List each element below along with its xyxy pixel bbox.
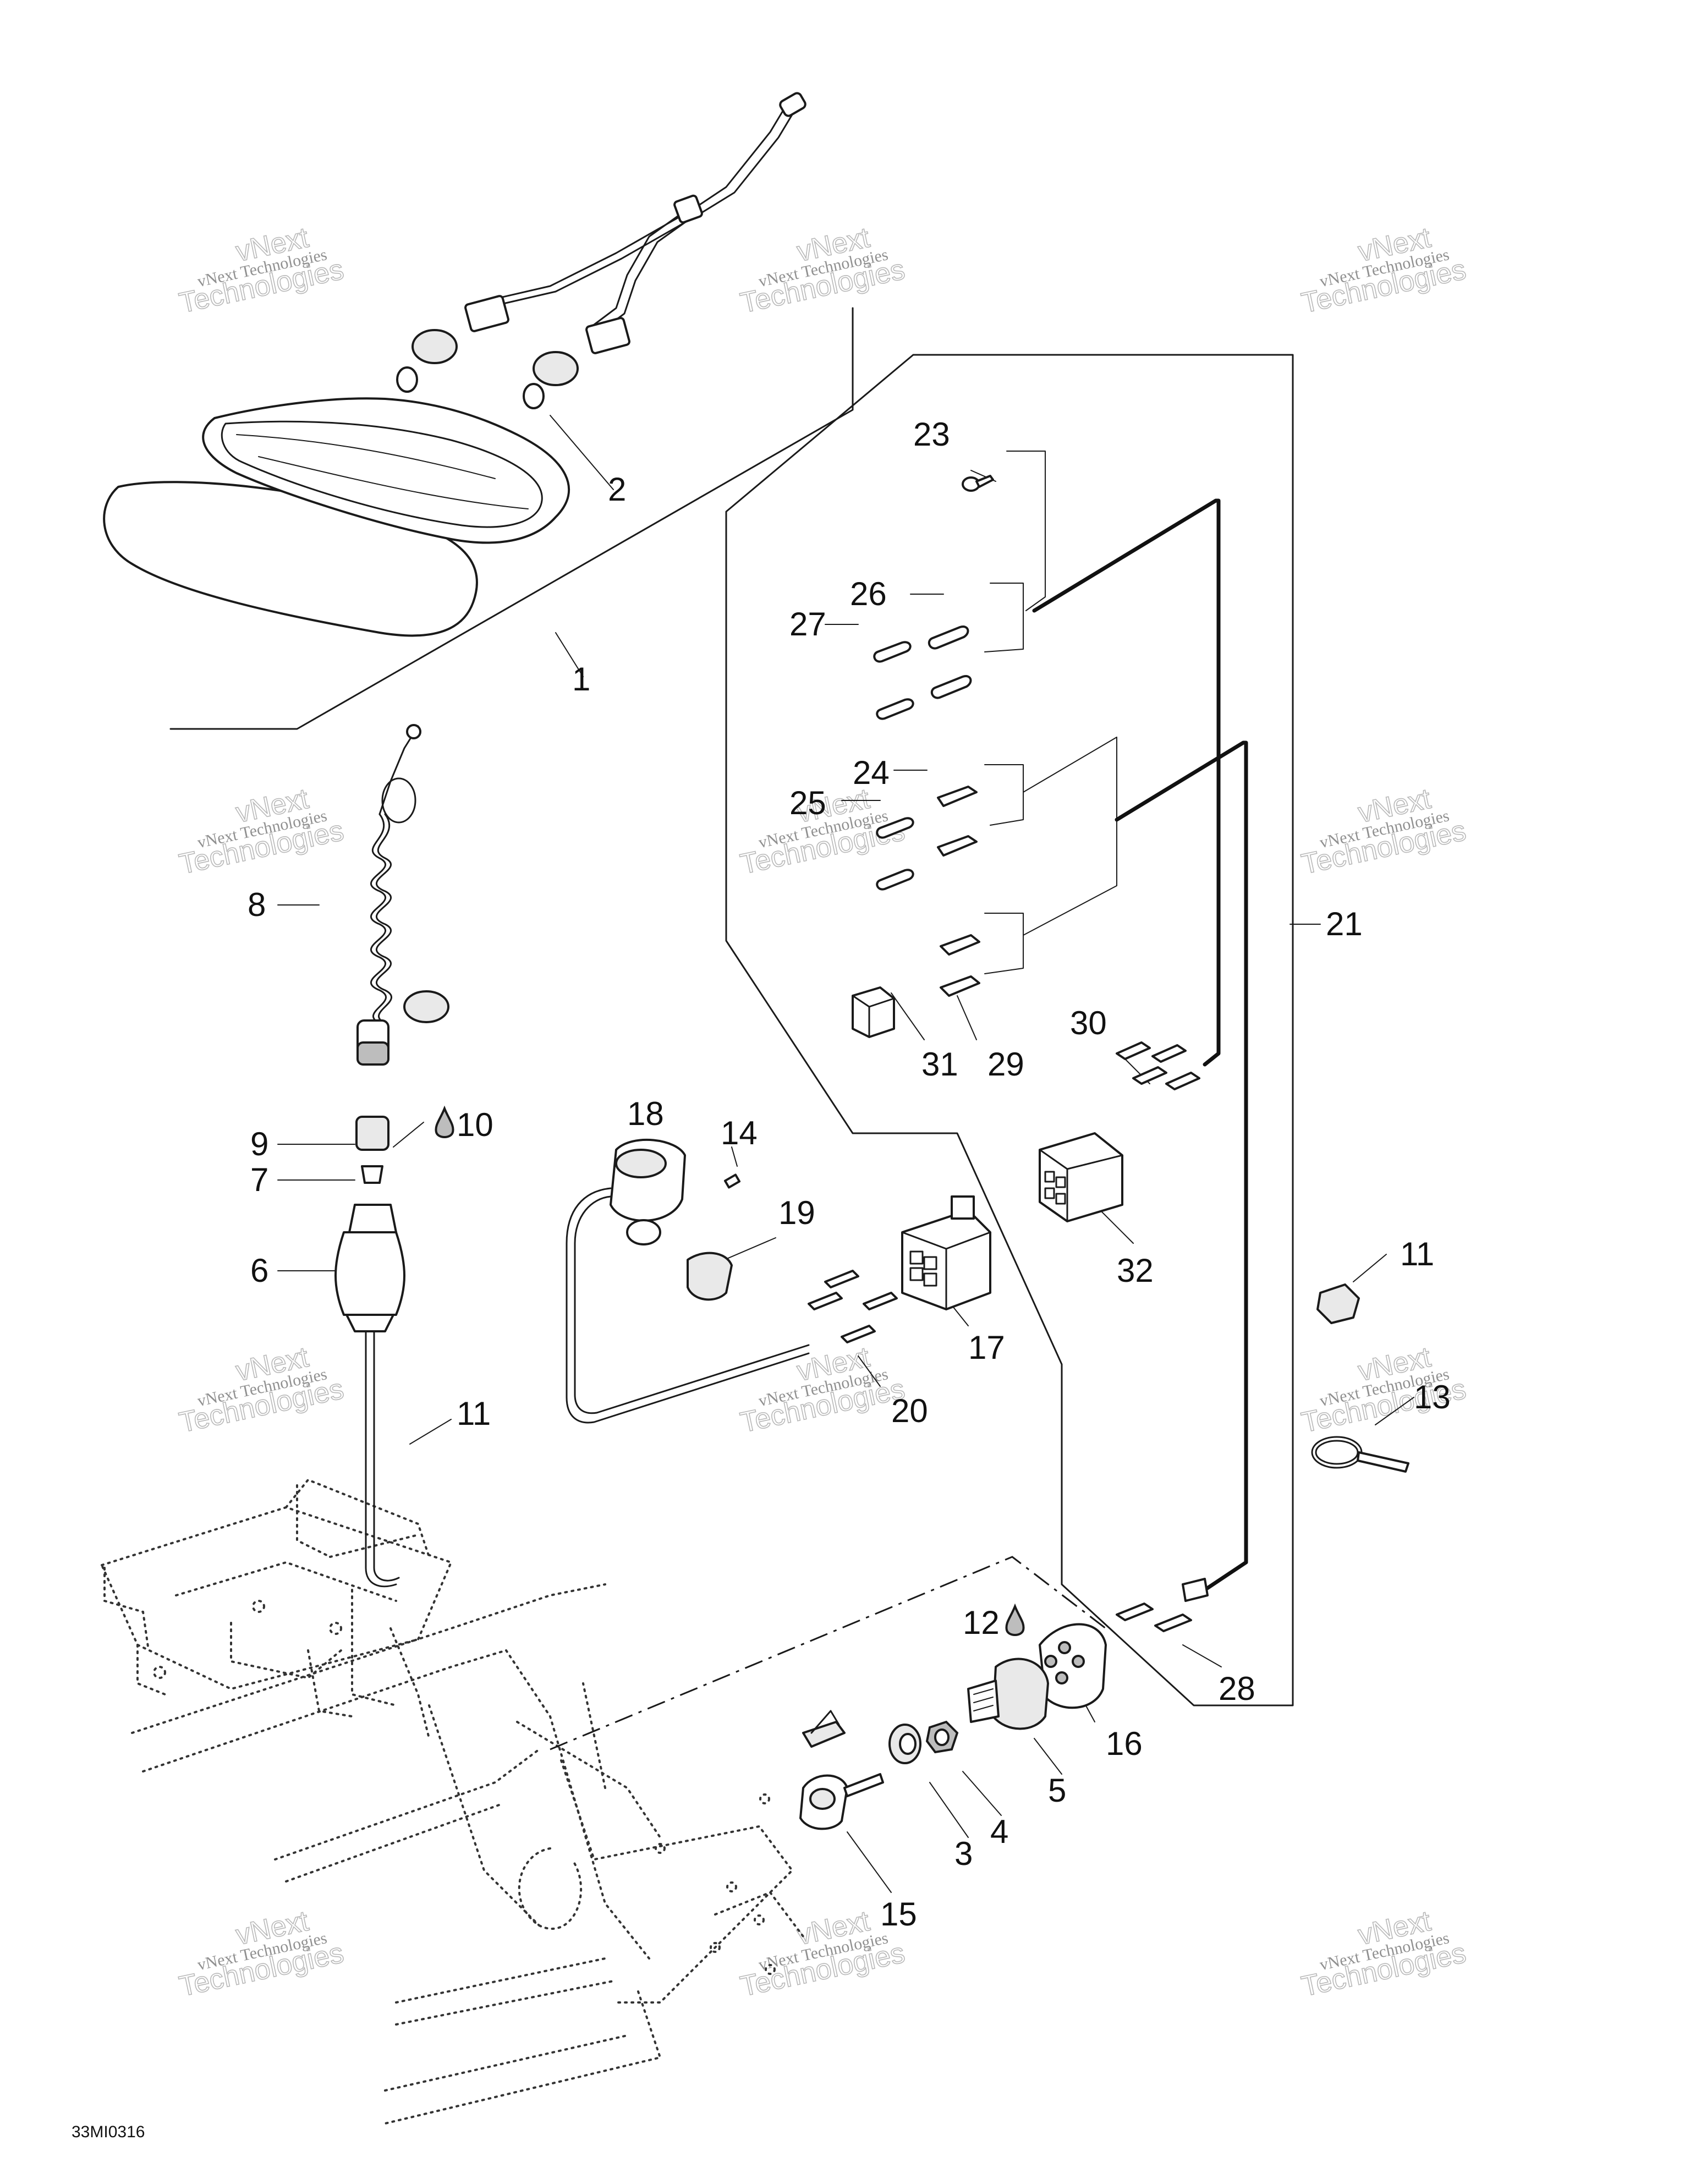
callout-1: 1 [572,661,590,698]
callout-20: 20 [891,1392,928,1429]
tether-switch-assembly [334,724,454,1588]
cable-tie-13 [1311,1436,1409,1473]
handlebar-switch-assembly [566,1138,810,1424]
callout-30: 30 [1070,1005,1107,1041]
callout-18: 18 [627,1095,664,1132]
callout-27: 27 [789,606,826,643]
callout-24: 24 [853,754,890,791]
callout-19: 19 [778,1194,815,1231]
callout-32: 32 [1117,1252,1154,1289]
callout-15: 15 [880,1896,917,1933]
callout-7: 7 [250,1161,268,1198]
callout-5: 5 [1048,1772,1066,1809]
callout-23: 23 [913,416,950,453]
callout-9: 9 [250,1126,268,1162]
callout-4: 4 [990,1813,1008,1850]
callout-2: 2 [608,471,626,508]
callout-11-lower: 11 [457,1395,491,1432]
callout-16: 16 [1106,1725,1143,1762]
callout-25: 25 [789,784,826,821]
harness-terminals [852,475,1248,1632]
callout-14: 14 [721,1115,758,1151]
callout-labels: 1 2 3 4 5 6 7 8 9 10 11 11 12 13 14 15 1… [248,416,1451,1933]
drawing-code: 33MI0316 [72,2123,145,2141]
callout-31: 31 [921,1046,958,1083]
ignition-switch-assembly [799,1603,1107,1830]
callout-12: 12 [963,1604,1000,1641]
clip-11 [1316,1283,1360,1324]
callout-11-clip: 11 [1400,1236,1434,1272]
connector-17 [901,1195,991,1310]
callout-8: 8 [248,886,266,923]
callout-21: 21 [1326,906,1363,942]
headlamp-assembly [103,92,806,637]
callout-17: 17 [968,1329,1005,1366]
callout-29: 29 [987,1046,1024,1083]
callout-28: 28 [1219,1670,1255,1707]
callout-26: 26 [850,575,887,612]
callout-3: 3 [954,1835,973,1872]
callout-10: 10 [457,1106,493,1143]
leader-lines [169,307,1414,1893]
terminals-20 [808,1270,898,1343]
callout-13: 13 [1414,1379,1451,1415]
callout-6: 6 [250,1252,268,1289]
vehicle-frame [100,1478,804,2125]
